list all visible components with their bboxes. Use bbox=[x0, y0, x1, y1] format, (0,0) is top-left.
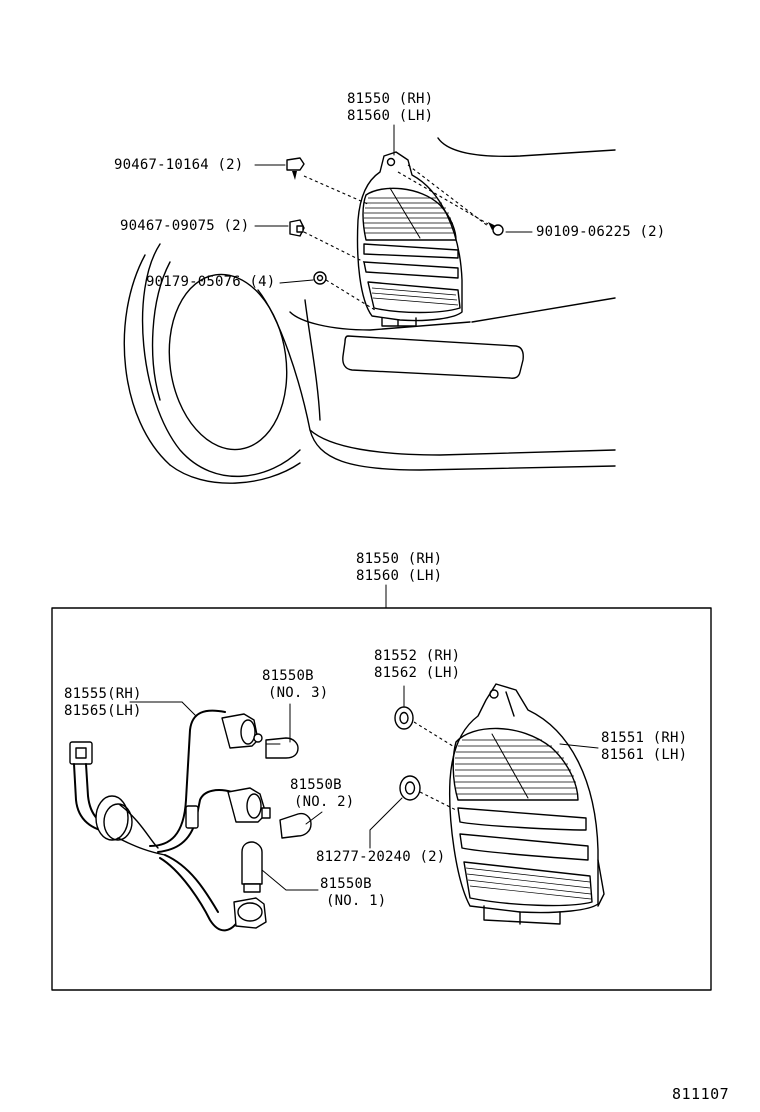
part-label-bulb-no1-position: (NO. 1) bbox=[326, 893, 387, 909]
part-label-clip-90467-09075: 90467-09075 (2) bbox=[120, 218, 250, 234]
part-label-gasket-lh: 81562 (LH) bbox=[374, 665, 461, 681]
part-label-socket-wire-rh: 81555(RH) bbox=[64, 686, 142, 702]
upper-lamp-assembly bbox=[356, 151, 463, 327]
part-label-nut-90179-05076: 90179-05076 (4) bbox=[146, 274, 276, 290]
figure-number: 811107 bbox=[672, 1085, 730, 1103]
seals bbox=[394, 706, 421, 801]
part-label-socket-wire-lh: 81565(LH) bbox=[64, 703, 142, 719]
part-label-bulb-no2-number: 81550B bbox=[290, 777, 342, 793]
part-label-screw-90109-06225: 90109-06225 (2) bbox=[536, 224, 666, 240]
part-label-lens-body-lh: 81561 (LH) bbox=[601, 747, 688, 763]
upper-leader-lines bbox=[254, 124, 533, 311]
part-label-bulb-no2-position: (NO. 2) bbox=[294, 794, 355, 810]
vehicle-body-illustration bbox=[123, 137, 616, 484]
part-label-grommet: 81277-20240 (2) bbox=[316, 849, 446, 865]
lower-leader-lines bbox=[129, 685, 599, 891]
upper-assembly-label-lh: 81560 (LH) bbox=[347, 108, 434, 124]
lower-lamp-lens bbox=[449, 683, 605, 925]
lower-assembly-label-rh: 81550 (RH) bbox=[356, 551, 443, 567]
part-label-bulb-no3-position: (NO. 3) bbox=[268, 685, 329, 701]
upper-assembly-label-rh: 81550 (RH) bbox=[347, 91, 434, 107]
part-label-bulb-no3-number: 81550B bbox=[262, 668, 314, 684]
upper-fasteners bbox=[286, 157, 504, 285]
bulbs bbox=[241, 737, 312, 893]
wiring-harness bbox=[69, 709, 271, 932]
part-label-gasket-rh: 81552 (RH) bbox=[374, 648, 461, 664]
part-label-lens-body-rh: 81551 (RH) bbox=[601, 730, 688, 746]
exploded-view-frame bbox=[51, 607, 712, 991]
part-label-screw-90467-10164: 90467-10164 (2) bbox=[114, 157, 244, 173]
part-label-bulb-no1-number: 81550B bbox=[320, 876, 372, 892]
lower-assembly-label-lh: 81560 (LH) bbox=[356, 568, 443, 584]
